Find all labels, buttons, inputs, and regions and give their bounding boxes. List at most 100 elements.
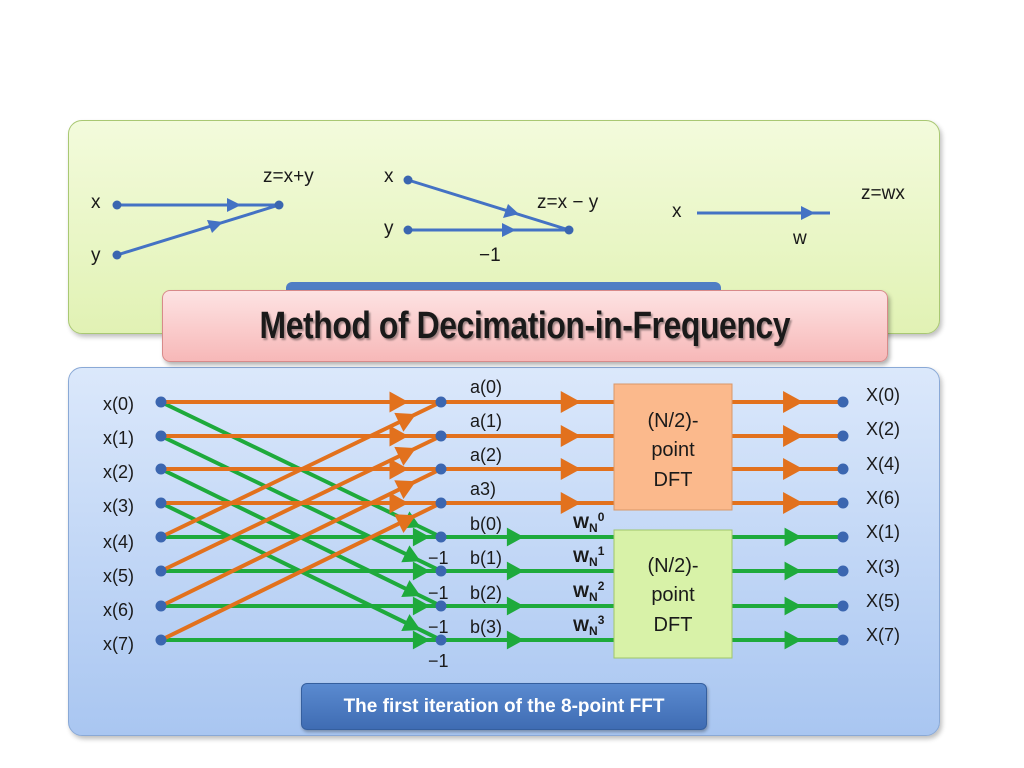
arrow-head [412,630,430,650]
legend-add-input-x: x [91,192,101,213]
legend-mul-output: z=wx [861,183,905,204]
input-label: x(1) [103,428,134,448]
legend-add-input-y: y [91,245,101,266]
a-node [435,463,447,475]
twiddle-factor: WN0 [573,510,605,535]
input-node [155,430,167,442]
caption-button[interactable]: The first iteration of the 8-point FFT [301,683,707,730]
b-node [435,531,447,543]
arrow-head [783,391,804,413]
b-label: b(3) [470,617,502,637]
arrow-head [783,425,804,447]
arrow-head [784,630,802,650]
dft-lower-line3: DFT [654,614,693,636]
twiddle-factor: WN1 [573,544,605,569]
b-node [435,600,447,612]
arrow-head [389,425,409,447]
butterfly-lines [159,391,845,650]
arrow-head [506,596,524,616]
output-label: X(4) [866,454,900,474]
dft-upper-line2: point [651,439,695,461]
dft-lower-line1: (N/2)- [647,555,698,577]
arrow-head [394,412,416,432]
arrow-head [389,458,409,480]
arrow-head [560,425,581,447]
input-label: x(5) [103,566,134,586]
arrow-head [560,391,581,413]
a-node [435,497,447,509]
diagonal-line-upper [159,467,443,608]
a-label: a(1) [470,411,502,431]
a-label: a(2) [470,445,502,465]
legend-sub-input-x: x [384,166,394,187]
diagonal-line-upper [159,434,443,573]
input-label: x(0) [103,394,134,414]
arrow-head [560,458,581,480]
legend-addition: x y z=x+y [91,166,314,266]
intermediate-labels: a(0) a(1) a(2) a3) b(0) b(1) b(2) b(3) −… [428,377,502,671]
output-node [837,396,849,408]
b-label: b(1) [470,548,502,568]
b-label: b(2) [470,583,502,603]
a-label: a(0) [470,377,502,397]
arrow-head [401,545,421,563]
diagonal-line-upper [159,400,443,539]
arrow-head [783,458,804,480]
legend-subtraction: x y z=x − y −1 [384,166,599,266]
input-labels: x(0) x(1) x(2) x(3) x(4) x(5) x(6) x(7) [103,394,134,654]
output-node [837,463,849,475]
twiddle-factors: WN0 WN1 WN2 WN3 [573,510,605,638]
output-node [837,565,849,577]
arrow-head [401,580,421,597]
arrow-head [412,527,430,547]
output-node [837,531,849,543]
input-label: x(3) [103,496,134,516]
diagonal-line-upper [159,501,443,642]
legend-multiplication: x z=wx w [672,183,905,249]
input-node [155,463,167,475]
input-node [155,565,167,577]
output-label: X(5) [866,591,900,611]
minus-one-label: −1 [428,548,449,568]
arrow-head [784,527,802,547]
butterfly-nodes [155,396,849,646]
input-label: x(6) [103,600,134,620]
output-node [837,430,849,442]
a-node [435,396,447,408]
a-label: a3) [470,479,496,499]
arrow-head [783,492,804,514]
input-label: x(7) [103,634,134,654]
arrow-head [784,596,802,616]
page-title: Method of Decimation-in-Frequency [259,304,791,347]
twiddle-factor: WN3 [573,613,605,638]
a-node [435,430,447,442]
output-label: X(3) [866,557,900,577]
arrow-head [394,446,416,466]
legend-mul-input-x: x [672,201,682,222]
input-label: x(2) [103,462,134,482]
arrow-head [412,596,430,616]
dft-upper-line1: (N/2)- [647,410,698,432]
output-node [837,634,849,646]
legend-sub-input-y: y [384,218,394,239]
arrow-head [784,561,802,581]
output-node [837,600,849,612]
output-label: X(6) [866,488,900,508]
minus-one-label: −1 [428,651,449,671]
legend-add-output: z=x+y [263,166,314,187]
input-node [155,497,167,509]
b-node [435,565,447,577]
output-node [837,497,849,509]
dft-box-lower: (N/2)- point DFT [613,529,733,659]
arrow-head [506,630,524,650]
b-label: b(0) [470,514,502,534]
arrow-head [560,492,581,514]
legend-mul-coefficient: w [792,228,807,249]
dft-upper-line3: DFT [654,469,693,491]
output-labels: X(0) X(2) X(4) X(6) X(1) X(3) X(5) X(7) [866,385,900,645]
minus-one-label: −1 [428,617,449,637]
input-node [155,600,167,612]
dft-box-upper: (N/2)- point DFT [613,383,733,511]
arrow-head [389,391,409,413]
